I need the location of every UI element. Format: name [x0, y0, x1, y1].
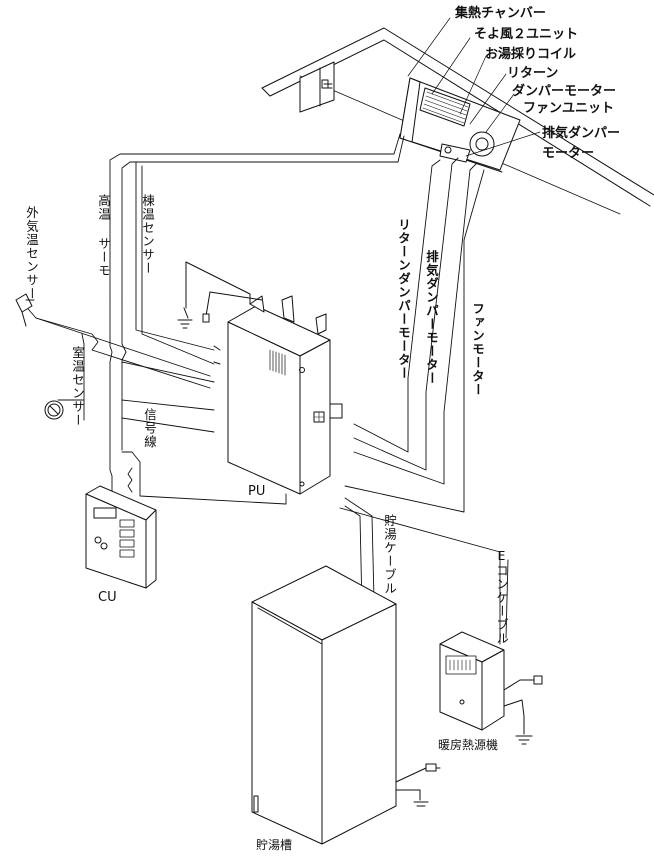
label-collector-chamber: 集熱チャンバー	[455, 6, 546, 21]
label-room-temp-sensor: 室温センサー	[70, 346, 85, 427]
label-soyokaze-unit: そよ風２ユニット	[474, 27, 579, 42]
label-heat-source: 暖房熱源機	[438, 738, 499, 752]
label-return: リターン	[507, 66, 559, 81]
label-storage-tank: 貯湯槽	[256, 838, 293, 852]
label-e-cable: Eコンケーブル	[494, 548, 509, 645]
roof	[261, 27, 654, 215]
room-temp-sensor	[44, 400, 64, 420]
wiring	[21, 133, 509, 645]
cu-panel	[85, 485, 157, 589]
label-damper-motor: ダンパーモーター	[512, 84, 617, 99]
label-ridge-temp-sensor: 棟温センサー	[140, 194, 155, 275]
heat-source-unit	[439, 631, 543, 745]
storage-tank	[251, 565, 441, 845]
label-high-temp-thermo: 高温 サーモ	[96, 194, 111, 278]
label-exhaust-damper-motor: 排気ダンパーモーター	[424, 250, 439, 385]
label-exhaust-damper: 排気ダンパー	[542, 126, 621, 141]
leader-lines	[407, 17, 541, 157]
label-storage-cable: 貯湯ケーブル	[382, 514, 397, 595]
label-pu: PU	[248, 484, 266, 499]
label-cu: CU	[98, 590, 117, 605]
label-fan-motor: ファンモーター	[470, 302, 485, 397]
label-return-damper-motor: リターンダンパーモーター	[396, 218, 411, 380]
label-exhaust-damper-motor-line2: モーター	[542, 146, 595, 161]
label-hot-water-coil: お湯採りコイル	[485, 47, 577, 62]
label-outdoor-temp-sensor: 外気温センサー	[24, 206, 39, 301]
pu-box	[213, 295, 343, 495]
label-signal-wire: 信号線	[142, 408, 157, 449]
outdoor-temp-sensor	[15, 293, 35, 327]
pu-power-plug	[177, 261, 263, 329]
air-handling-unit	[399, 77, 521, 173]
label-fan-unit: ファンユニット	[523, 101, 615, 116]
